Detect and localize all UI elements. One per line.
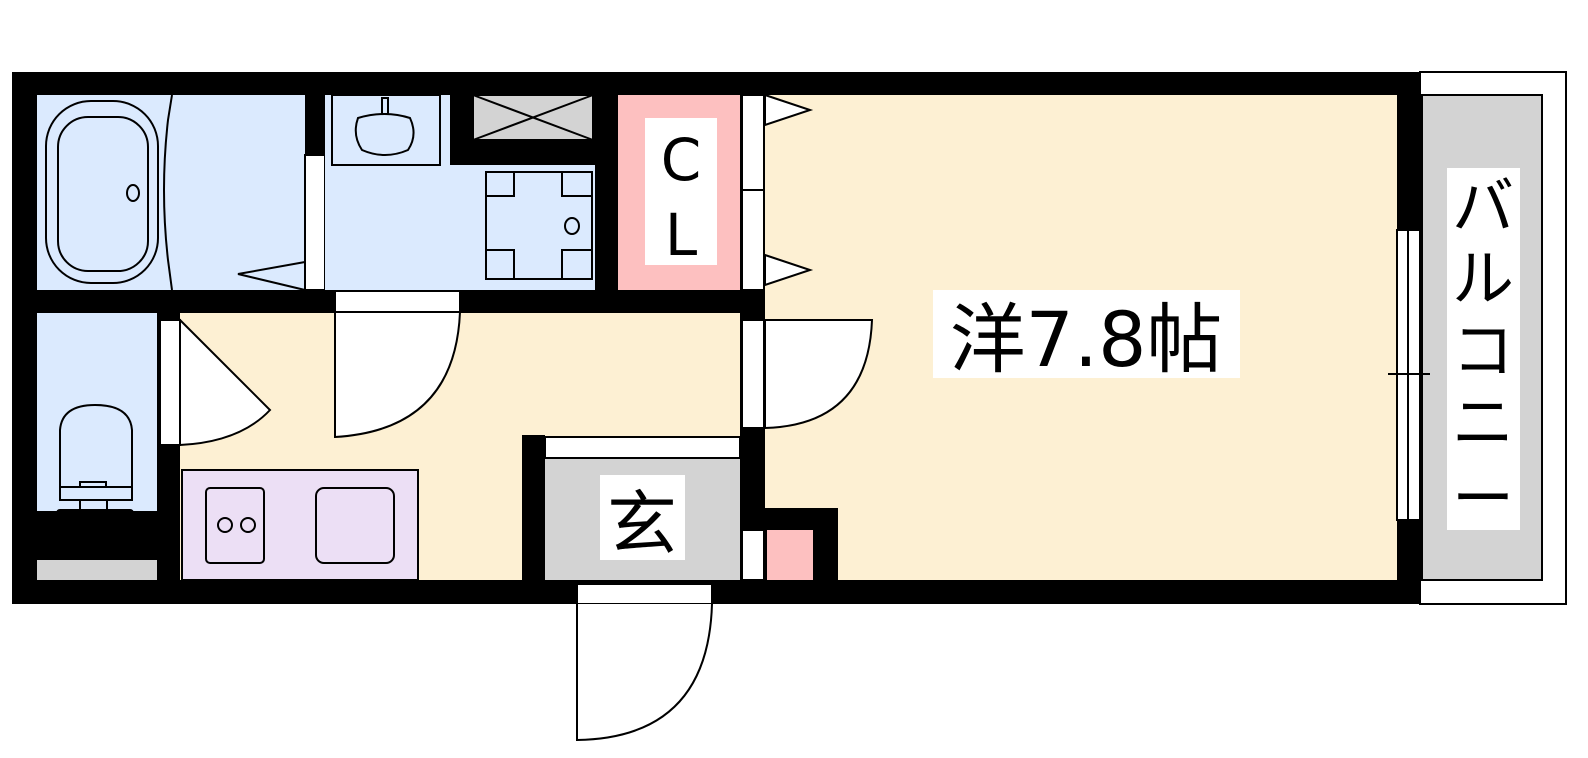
closet-label-c: C [661,126,702,194]
washing-machine-icon [485,171,593,280]
entrance-label: 玄 [607,483,677,565]
entrance-door[interactable] [576,583,713,742]
washroom-door[interactable] [334,290,462,439]
stove-icon [205,487,265,564]
balcony-label-4: ニ [1452,386,1514,459]
sink-icon [315,487,395,564]
bathtub-icon [45,100,159,284]
western-room-label: 洋7.8帖 [950,295,1223,384]
closet-label-l: L [665,201,697,269]
toilet-room [37,313,157,580]
room-door[interactable] [741,319,874,430]
washbasin-icon [331,94,441,166]
storage-small [767,530,813,580]
window [1388,229,1430,521]
balcony-label-3: コ [1452,314,1514,387]
washroom [325,94,600,290]
closet-folding-door[interactable] [741,93,814,291]
kitchen [181,469,419,581]
toilet-door[interactable] [159,317,272,447]
entrance: 玄 [522,435,765,590]
balcony-label-5: ー [1452,462,1514,535]
bathroom-door[interactable] [304,154,326,291]
balcony-label-1: バ [1452,170,1514,243]
balcony: バ ル コ ニ ー [1419,71,1567,605]
bathroom [37,94,306,291]
toilet-icon [56,403,134,531]
balcony-label-2: ル [1452,242,1514,315]
closet: C L [618,95,740,290]
